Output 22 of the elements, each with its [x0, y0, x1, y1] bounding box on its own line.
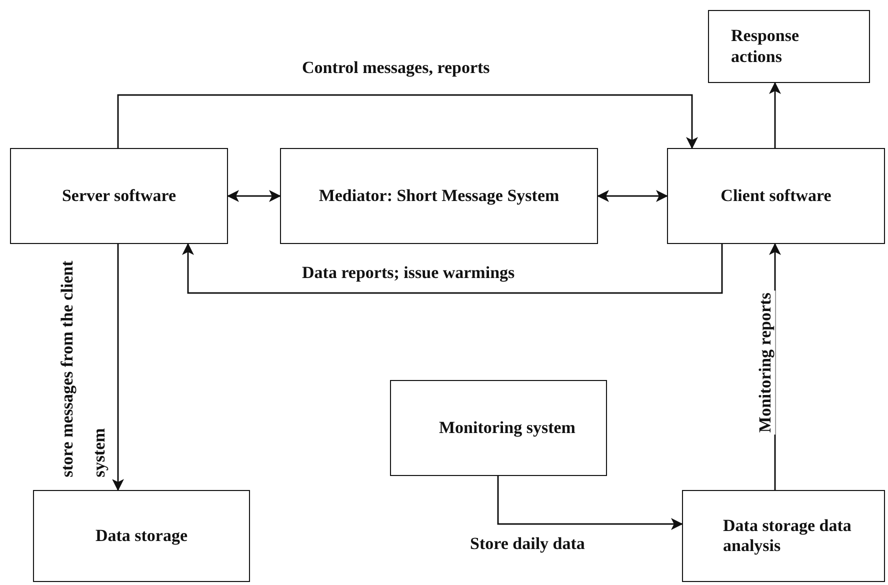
arrow — [117, 94, 698, 149]
arrow — [182, 243, 723, 294]
arrow — [769, 82, 781, 148]
arrow — [497, 476, 683, 530]
box-label: Mediator: Short Message System — [318, 186, 560, 206]
process-box — [682, 490, 885, 582]
arrow — [227, 190, 281, 202]
box-label: Response actions — [731, 26, 800, 67]
process-box — [390, 380, 607, 476]
arrow — [769, 243, 781, 490]
box-label: Data storage — [95, 526, 188, 546]
process-box — [708, 10, 870, 83]
arrow — [112, 244, 124, 491]
box-label: Data storage data analysis — [723, 516, 852, 556]
arrow — [597, 190, 668, 202]
process-box — [10, 148, 228, 244]
box-label: Monitoring system — [439, 418, 576, 438]
process-box — [667, 148, 885, 244]
process-box — [280, 148, 598, 244]
box-label: Client software — [720, 186, 832, 206]
box-label: Server software — [62, 186, 176, 206]
process-box — [33, 490, 250, 582]
